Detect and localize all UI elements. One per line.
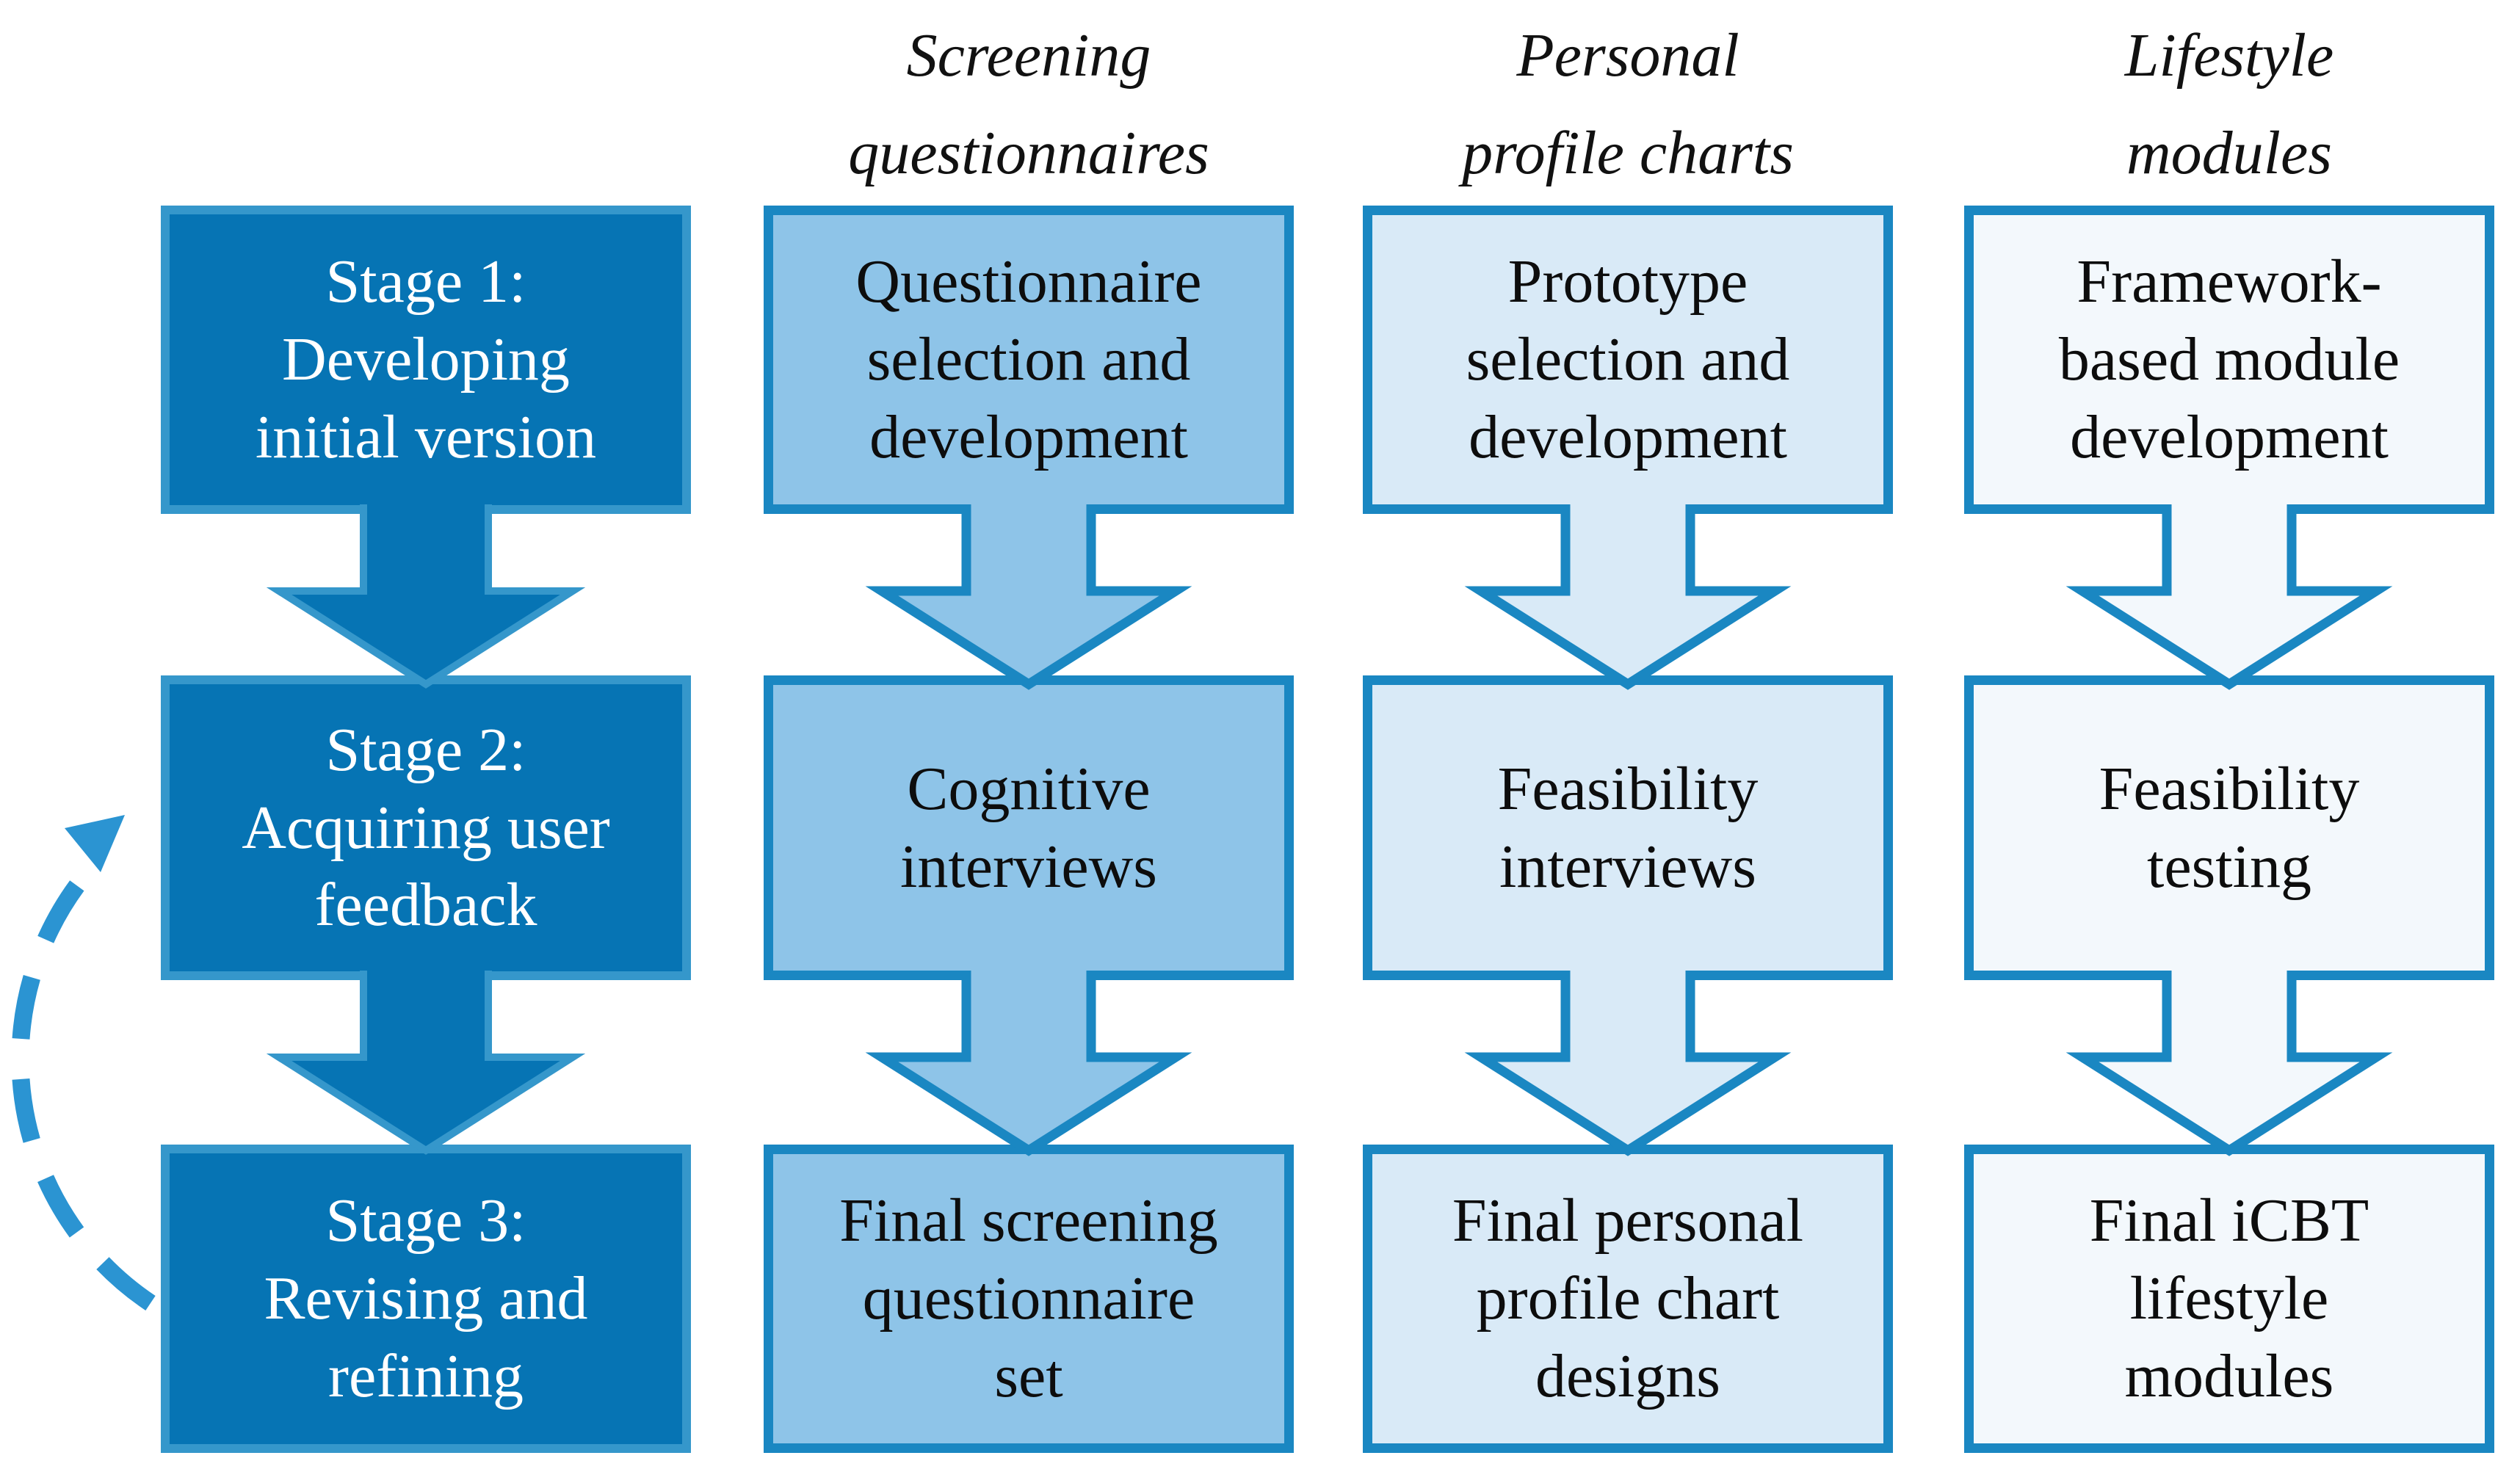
module-development-label: Framework- based module development: [2058, 247, 2400, 471]
feasibility-testing-label: Feasibility testing: [2099, 754, 2360, 901]
feasibility-interviews-label: Feasibility interviews: [1497, 754, 1759, 901]
prototype-selection-label: Prototype selection and development: [1466, 247, 1790, 471]
prototype-selection-box: Prototype selection and development: [1363, 206, 1893, 514]
feasibility-testing-box: Feasibility testing: [1964, 675, 2494, 980]
down-arrow-icon: [2065, 971, 2393, 1156]
final-profile-chart-box: Final personal profile chart designs: [1363, 1145, 1893, 1453]
stage-2-label: Stage 2: Acquiring user feedback: [242, 715, 610, 940]
feasibility-interviews-box: Feasibility interviews: [1363, 675, 1893, 980]
module-development-box: Framework- based module development: [1964, 206, 2494, 514]
questionnaire-selection-label: Questionnaire selection and development: [855, 247, 1202, 471]
final-questionnaire-set-label: Final screening questionnaire set: [839, 1186, 1218, 1410]
down-arrow-icon: [1464, 971, 1792, 1156]
stage-2-box: Stage 2: Acquiring user feedback: [161, 675, 691, 980]
stage-1-box: Stage 1: Developing initial version: [161, 206, 691, 514]
cognitive-interviews-label: Cognitive interviews: [900, 754, 1157, 901]
final-questionnaire-set-box: Final screening questionnaire set: [764, 1145, 1294, 1453]
down-arrow-icon: [865, 504, 1192, 690]
questionnaire-selection-box: Questionnaire selection and development: [764, 206, 1294, 514]
stage-3-label: Stage 3: Revising and refining: [264, 1186, 588, 1410]
down-arrow-icon: [266, 971, 586, 1155]
feedback-loop-arrow-icon: [11, 815, 156, 1310]
down-arrow-icon: [2065, 504, 2393, 690]
column-header-screening-questionnaires: Screening questionnaires: [848, 21, 1209, 187]
stage-1-label: Stage 1: Developing initial version: [255, 247, 597, 471]
column-header-personal-profile-charts: Personal profile charts: [1462, 21, 1794, 187]
down-arrow-icon: [865, 971, 1192, 1156]
down-arrow-icon: [266, 504, 586, 689]
cognitive-interviews-box: Cognitive interviews: [764, 675, 1294, 980]
column-header-lifestyle-modules: Lifestyle modules: [2124, 21, 2334, 187]
down-arrow-icon: [1464, 504, 1792, 690]
final-profile-chart-label: Final personal profile chart designs: [1452, 1186, 1804, 1410]
final-modules-box: Final iCBT lifestyle modules: [1964, 1145, 2494, 1453]
final-modules-label: Final iCBT lifestyle modules: [2089, 1186, 2369, 1410]
stage-3-box: Stage 3: Revising and refining: [161, 1145, 691, 1453]
